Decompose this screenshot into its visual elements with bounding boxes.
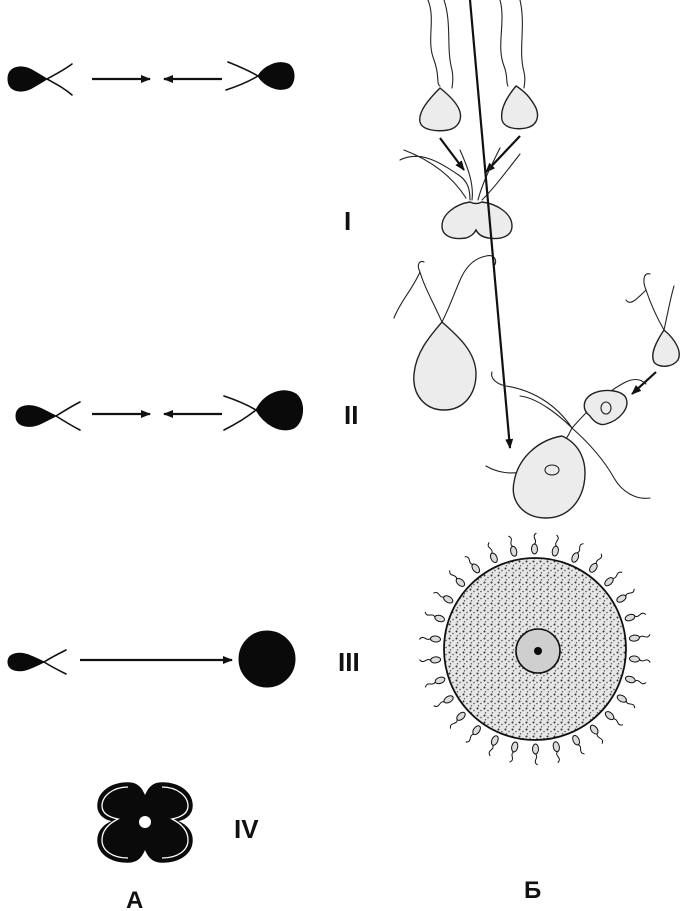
sperm-cell <box>433 589 454 605</box>
heterogamy-drawing <box>394 0 679 518</box>
gamete-upper-right <box>502 86 538 129</box>
sperm-cell <box>507 535 517 557</box>
gamete-upper-left <box>420 88 461 131</box>
egg-nucleolus <box>534 647 542 655</box>
zygote-pair <box>442 202 512 239</box>
isogamy-drawing <box>400 0 538 239</box>
sperm-cell <box>419 634 440 642</box>
conjugation-bridge <box>138 815 152 829</box>
fusing-microgamete <box>584 391 627 425</box>
isogamy-schematic <box>8 62 294 95</box>
flagella-small-heterogamy <box>56 402 80 430</box>
microgamete <box>653 330 680 366</box>
sperm-cell <box>629 656 650 664</box>
sperm-cell <box>486 735 500 757</box>
gamete-right-isogamy <box>258 63 294 90</box>
gamete-large-heterogamy <box>256 391 303 430</box>
flagella-large-heterogamy <box>224 396 256 430</box>
sperm-cell <box>616 694 637 710</box>
sperm-cell <box>616 588 637 604</box>
heterogamy-schematic <box>16 391 303 430</box>
oogamy-schematic <box>8 631 295 687</box>
sperm-cell <box>532 744 538 765</box>
sperm-cell <box>465 724 482 745</box>
column-label-A: А <box>126 887 143 911</box>
sperm-cell <box>604 710 624 728</box>
row-label-IV: IV <box>234 814 259 844</box>
egg-oogamy <box>239 631 295 687</box>
sperm-oogamy <box>8 653 44 670</box>
column-label-B: Б <box>524 877 541 904</box>
sperm-cell <box>589 724 606 744</box>
sperm-cell <box>571 734 585 756</box>
flagella-sperm-oogamy <box>44 650 66 674</box>
sperm-cell <box>629 633 651 641</box>
sperm-cell <box>447 711 467 730</box>
sperm-cell <box>485 542 499 564</box>
row-label-II: II <box>344 400 358 430</box>
sperm-cell <box>551 535 561 557</box>
flagella-small-gamete <box>626 274 674 330</box>
sperm-cell <box>624 610 646 622</box>
macrogamete <box>414 322 476 410</box>
sperm-cell <box>570 542 584 564</box>
oogamy-drawing <box>419 533 650 765</box>
sperm-cell <box>433 694 454 710</box>
fusing-macrogamete <box>513 436 585 518</box>
gamete-left-isogamy <box>8 67 47 91</box>
gamete-small-heterogamy <box>16 406 56 427</box>
sperm-cell <box>552 741 562 763</box>
sperm-cell <box>424 611 446 623</box>
arrow-to-fusion-right <box>632 372 656 394</box>
sperm-cell <box>446 570 466 588</box>
sperm-cell <box>588 553 605 574</box>
sperm-cell <box>419 656 441 664</box>
sperm-cell <box>603 569 623 588</box>
sperm-cell <box>531 533 537 554</box>
conjugation-schematic <box>98 783 192 862</box>
flagella-left-isogamy <box>47 64 72 95</box>
sperm-cell <box>464 554 481 574</box>
row-label-I: I <box>344 206 351 236</box>
flagella-right-isogamy <box>226 62 258 90</box>
row-label-III: III <box>338 647 360 677</box>
sperm-cell <box>625 675 647 687</box>
flagella-large-gamete <box>394 256 496 322</box>
sperm-cell <box>509 741 519 763</box>
sperm-cell <box>424 676 446 688</box>
